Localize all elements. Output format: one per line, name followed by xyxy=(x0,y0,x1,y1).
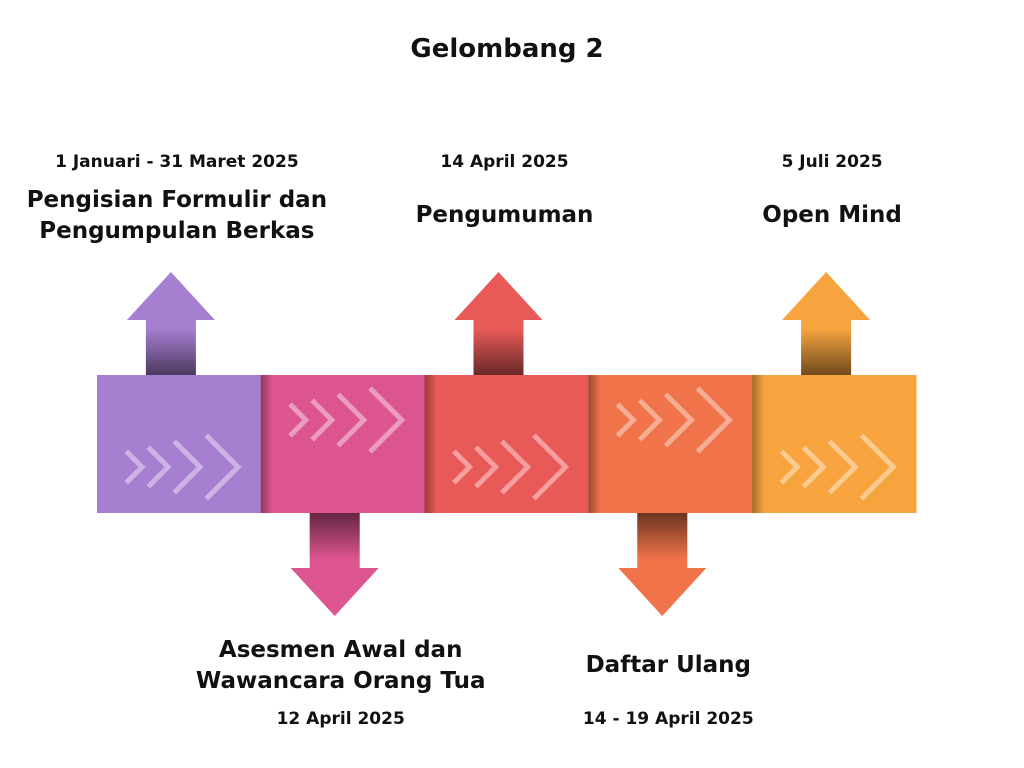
chevron-icon-3-4 xyxy=(532,433,570,501)
step-block-4 xyxy=(588,375,753,513)
step-arrow-group-1 xyxy=(126,272,215,375)
chevron-icon-5-3 xyxy=(827,439,859,495)
chevron-icon-4-1 xyxy=(615,402,637,438)
step-block-rect-5 xyxy=(752,375,917,513)
step-block-shadow-4 xyxy=(588,375,601,513)
step-arrow-shade-4 xyxy=(618,513,707,616)
chevron-icon-3-3 xyxy=(500,439,532,495)
chevron-icon-4-2 xyxy=(637,398,663,442)
step-block-5 xyxy=(752,375,917,513)
step-date-2: 12 April 2025 xyxy=(276,709,405,729)
step-arrow-shade-3 xyxy=(454,272,543,375)
chevron-icon-2-3 xyxy=(336,392,368,448)
step-block-rect-1 xyxy=(97,375,262,513)
chevron-icon-2-4 xyxy=(368,386,406,454)
step-block-shadow-2 xyxy=(260,375,273,513)
step-date-1: 1 Januari - 31 Maret 2025 xyxy=(55,152,299,172)
chevron-icon-2-2 xyxy=(310,398,336,442)
step-label-4: Daftar Ulang xyxy=(586,650,751,681)
chevron-icon-1-1 xyxy=(124,449,146,485)
step-label-line: Asesmen Awal dan xyxy=(218,637,463,663)
step-block-2 xyxy=(260,375,426,513)
chevron-icon-3-1 xyxy=(452,449,474,485)
chevron-icon-2-1 xyxy=(288,402,310,438)
step-arrow-shade-2 xyxy=(290,513,379,616)
step-block-rect-2 xyxy=(260,375,426,513)
step-block-rect-3 xyxy=(424,375,589,513)
step-label-line: Daftar Ulang xyxy=(585,652,751,678)
step-date-4: 14 - 19 April 2025 xyxy=(582,709,754,729)
step-date-3: 14 April 2025 xyxy=(440,152,569,172)
chevron-icon-5-4 xyxy=(859,433,897,501)
step-label-line: Pengumpulan Berkas xyxy=(39,218,315,244)
chevron-icon-1-2 xyxy=(146,445,172,489)
step-label-line: Open Mind xyxy=(762,202,902,228)
step-arrow-group-4 xyxy=(618,513,707,616)
step-block-3 xyxy=(424,375,589,513)
step-arrow-group-2 xyxy=(290,513,379,616)
step-label-line: Wawancara Orang Tua xyxy=(195,668,486,694)
step-block-1 xyxy=(97,375,262,513)
step-label-line: Pengisian Formulir dan xyxy=(26,187,328,213)
step-arrow-group-3 xyxy=(454,272,543,375)
step-block-shadow-3 xyxy=(424,375,437,513)
step-label-5: Open Mind xyxy=(762,200,902,231)
page-title: Gelombang 2 xyxy=(410,34,604,64)
chevron-icon-1-4 xyxy=(204,433,242,501)
step-arrow-shade-5 xyxy=(782,272,871,375)
step-label-3: Pengumuman xyxy=(416,200,594,231)
chevron-icon-4-3 xyxy=(663,392,695,448)
step-block-rect-4 xyxy=(588,375,753,513)
chevron-icon-5-2 xyxy=(801,445,827,489)
chevron-icon-4-4 xyxy=(695,386,733,454)
step-block-shadow-5 xyxy=(752,375,765,513)
step-arrow-group-5 xyxy=(782,272,871,375)
chevron-icon-3-2 xyxy=(474,445,500,489)
step-arrow-shade-1 xyxy=(126,272,215,375)
step-label-line: Pengumuman xyxy=(415,202,594,228)
chevron-icon-5-1 xyxy=(779,449,801,485)
step-date-5: 5 Juli 2025 xyxy=(781,152,883,172)
chevron-icon-1-3 xyxy=(172,439,204,495)
